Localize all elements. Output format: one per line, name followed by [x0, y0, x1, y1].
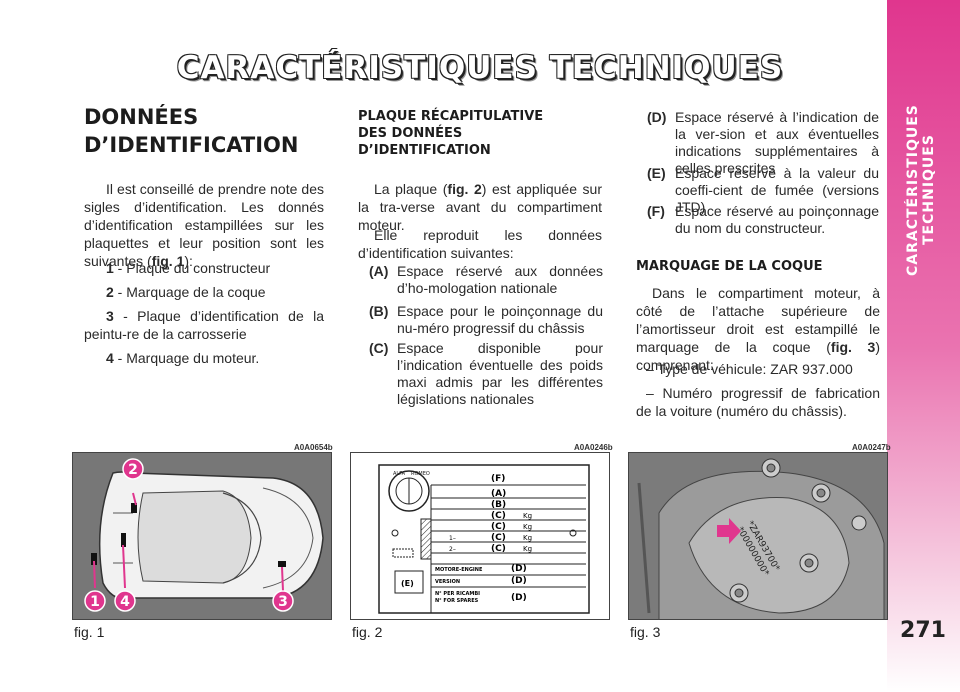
- svg-text:Kg: Kg: [523, 534, 532, 542]
- figure-code: A0A0654b: [294, 443, 333, 452]
- car-top-view-illustration: 2 1 4 3: [73, 453, 331, 619]
- figure-caption: fig. 1: [74, 624, 105, 640]
- svg-text:Kg: Kg: [523, 523, 532, 531]
- fig-reference: fig. 2: [447, 181, 482, 197]
- hull-paragraph: – Type de véhicule: ZAR 937.000: [646, 361, 853, 377]
- svg-text:N° FOR SPARES: N° FOR SPARES: [435, 598, 479, 604]
- plate-paragraph: Elle reproduit les données d’identificat…: [358, 227, 602, 261]
- svg-text:(A): (A): [491, 489, 506, 499]
- marker-1: 1: [84, 590, 106, 612]
- intro-paragraph: Il est conseillé de prendre note des sig…: [84, 181, 324, 269]
- svg-text:2–: 2–: [449, 546, 456, 553]
- svg-text:(F): (F): [491, 474, 505, 484]
- figure-caption: fig. 3: [630, 624, 661, 640]
- figure-3: *ZAR93700* *00000000*: [628, 452, 888, 620]
- svg-text:(C): (C): [491, 511, 506, 521]
- engine-compartment-illustration: *ZAR93700* *00000000*: [629, 453, 887, 619]
- list-item: 2 - Marquage de la coque: [106, 284, 266, 300]
- svg-text:(D): (D): [511, 576, 527, 586]
- marker-4: 4: [114, 590, 136, 612]
- list-item-b: (B)Espace pour le poinçonnage du nu-méro…: [369, 303, 603, 336]
- side-section-label: CARACTÉRISTIQUES TECHNIQUES: [905, 104, 937, 276]
- side-bar: [887, 0, 960, 692]
- list-item: 4 - Marquage du moteur.: [106, 350, 260, 366]
- svg-text:(C): (C): [491, 522, 506, 532]
- svg-text:Kg: Kg: [523, 512, 532, 520]
- list-item-f: (F)Espace réservé au poinçonnage du nom …: [647, 203, 879, 236]
- marker-3: 3: [272, 590, 294, 612]
- section-heading-hull: MARQUAGE DE LA COQUE: [636, 259, 823, 274]
- svg-text:ALFA: ALFA: [393, 471, 406, 477]
- section-heading-plate: PLAQUE RÉCAPITULATIVE DES DONNÉES D’IDEN…: [358, 108, 598, 159]
- svg-text:2: 2: [128, 462, 138, 478]
- hull-paragraph: – Numéro progressif de fabrication de la…: [636, 385, 880, 419]
- svg-text:(D): (D): [511, 564, 527, 574]
- list-item: 3 - Plaque d’identification de la peintu…: [84, 308, 324, 342]
- page-title: CARACTÉRISTIQUES TECHNIQUES: [176, 50, 784, 86]
- svg-text:4: 4: [120, 594, 130, 610]
- figure-1: 2 1 4 3: [72, 452, 332, 620]
- svg-text:1: 1: [90, 594, 100, 610]
- svg-text:MOTORE-ENGINE: MOTORE-ENGINE: [435, 567, 483, 573]
- svg-text:N° PER RICAMBI: N° PER RICAMBI: [435, 591, 480, 597]
- list-item-d: (D)Espace réservé à l’indication de la v…: [647, 109, 879, 176]
- svg-text:(E): (E): [401, 579, 414, 588]
- figure-code: A0A0247b: [852, 443, 891, 452]
- marker-2: 2: [122, 458, 144, 480]
- arrow-icon: [717, 518, 741, 544]
- identification-plate-illustration: ALFA ROMEO (F) (A) (B) (C) (C) (C) (C) K…: [378, 464, 590, 614]
- figure-2: ALFA ROMEO (F) (A) (B) (C) (C) (C) (C) K…: [350, 452, 610, 620]
- svg-text:Kg: Kg: [523, 545, 532, 553]
- heading-line: PLAQUE RÉCAPITULATIVE: [358, 109, 544, 124]
- heading-line: D’IDENTIFICATION: [358, 143, 491, 158]
- plate-paragraph: La plaque (fig. 2) est appliquée sur la …: [358, 181, 602, 233]
- heading-line: DES DONNÉES: [358, 126, 463, 141]
- svg-text:1–: 1–: [449, 535, 456, 542]
- heading-line: D’IDENTIFICATION: [84, 133, 299, 157]
- svg-text:(C): (C): [491, 544, 506, 554]
- svg-text:3: 3: [278, 594, 288, 610]
- list-item-a: (A)Espace réservé aux données d’ho-molog…: [369, 263, 603, 296]
- list-item-e: (E)Espace réservé à la valeur du coeffi-…: [647, 165, 879, 215]
- list-item: 1 - Plaque du constructeur: [106, 260, 271, 276]
- figure-caption: fig. 2: [352, 624, 383, 640]
- page-number: 271: [900, 618, 946, 643]
- svg-text:(C): (C): [491, 533, 506, 543]
- fig-reference: fig. 3: [830, 339, 876, 355]
- list-item-c: (C)Espace disponible pour l’indication é…: [369, 340, 603, 407]
- svg-text:(B): (B): [491, 500, 506, 510]
- svg-text:(D): (D): [511, 593, 527, 603]
- heading-line: DONNÉES: [84, 105, 199, 129]
- figure-code: A0A0246b: [574, 443, 613, 452]
- hull-paragraph: Dans le compartiment moteur, à côté de l…: [636, 285, 881, 373]
- svg-text:VERSION: VERSION: [435, 579, 460, 585]
- alfa-romeo-logo: ALFA ROMEO: [388, 470, 430, 512]
- svg-text:ROMEO: ROMEO: [411, 471, 430, 477]
- fig-reference: fig. 1: [151, 253, 185, 269]
- section-heading-identification: DONNÉES D’IDENTIFICATION: [84, 103, 324, 159]
